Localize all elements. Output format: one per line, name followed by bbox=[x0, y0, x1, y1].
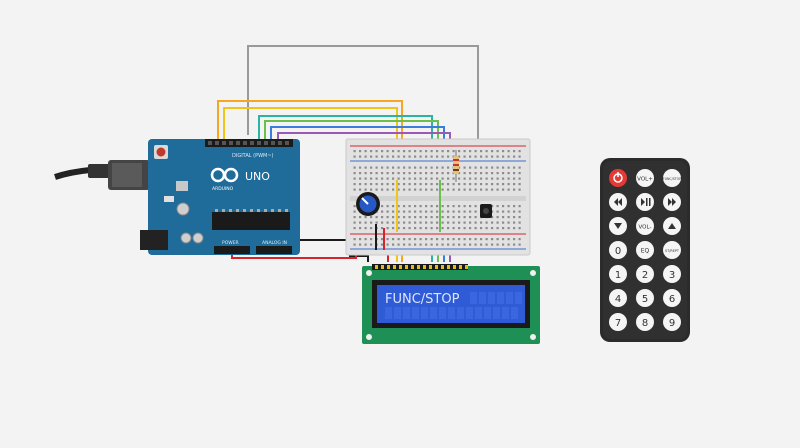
uno-label: UNO bbox=[245, 170, 270, 183]
remote-button-next[interactable] bbox=[663, 193, 681, 211]
svg-text:2: 2 bbox=[642, 270, 648, 281]
svg-text:4: 4 bbox=[615, 294, 621, 305]
remote-button-vol-up[interactable]: VOL+ bbox=[636, 169, 654, 187]
triangle-down-icon bbox=[614, 223, 622, 229]
resistor[interactable] bbox=[453, 150, 459, 182]
remote-button-prev[interactable] bbox=[609, 193, 627, 211]
rewind-icon bbox=[614, 198, 622, 206]
wire-gray[interactable] bbox=[247, 45, 479, 175]
digital-label: DIGITAL (PWM~) bbox=[232, 153, 274, 159]
svg-text:1: 1 bbox=[615, 270, 621, 281]
arduino-brand-label: ARDUINO bbox=[212, 186, 234, 192]
svg-text:0: 0 bbox=[615, 246, 621, 257]
ir-remote[interactable]: VOL+ FUNC/STOP VOL- bbox=[600, 158, 690, 342]
power-button[interactable] bbox=[609, 169, 627, 187]
remote-button-vol-down[interactable]: VOL- bbox=[636, 217, 654, 235]
digital-header bbox=[205, 139, 293, 147]
svg-text:7: 7 bbox=[615, 318, 621, 329]
remote-button-9[interactable]: 9 bbox=[663, 313, 681, 331]
lcd-16x2[interactable]: FUNC/STOP bbox=[362, 264, 540, 344]
remote-button-5[interactable]: 5 bbox=[636, 289, 654, 307]
power-label: POWER bbox=[222, 240, 239, 246]
remote-button-0[interactable]: 0 bbox=[609, 241, 627, 259]
remote-button-6[interactable]: 6 bbox=[663, 289, 681, 307]
analog-header bbox=[256, 246, 292, 254]
remote-button-st-rept[interactable]: ST/REPT bbox=[663, 241, 681, 259]
svg-text:3: 3 bbox=[669, 270, 675, 281]
remote-button-2[interactable]: 2 bbox=[636, 265, 654, 283]
analog-label: ANALOG IN bbox=[262, 240, 287, 246]
breadboard[interactable] bbox=[345, 138, 531, 256]
remote-button-1[interactable]: 1 bbox=[609, 265, 627, 283]
ir-receiver[interactable] bbox=[480, 204, 492, 218]
remote-button-8[interactable]: 8 bbox=[636, 313, 654, 331]
svg-text:VOL+: VOL+ bbox=[637, 177, 653, 183]
remote-button-func-stop[interactable]: FUNC/STOP bbox=[663, 169, 681, 187]
remote-button-play-pause[interactable] bbox=[636, 193, 654, 211]
arduino-uno-board[interactable]: DIGITAL (PWM~) UNO ARDUINO POWER bbox=[140, 139, 300, 255]
remote-button-4[interactable]: 4 bbox=[609, 289, 627, 307]
svg-text:6: 6 bbox=[669, 294, 675, 305]
svg-text:VOL-: VOL- bbox=[639, 225, 652, 231]
power-header bbox=[214, 246, 250, 254]
svg-text:EQ: EQ bbox=[641, 248, 650, 255]
svg-text:FUNC/STOP: FUNC/STOP bbox=[663, 177, 681, 181]
arduino-logo-icon bbox=[210, 167, 239, 183]
svg-text:5: 5 bbox=[642, 294, 648, 305]
remote-button-3[interactable]: 3 bbox=[663, 265, 681, 283]
remote-button-down[interactable] bbox=[609, 217, 627, 235]
svg-text:8: 8 bbox=[642, 318, 648, 329]
lcd-text: FUNC/STOP bbox=[385, 292, 460, 307]
remote-button-up[interactable] bbox=[663, 217, 681, 235]
potentiometer[interactable] bbox=[356, 192, 380, 216]
triangle-up-icon bbox=[668, 223, 676, 229]
microcontroller-chip bbox=[212, 212, 290, 230]
remote-button-eq[interactable]: EQ bbox=[636, 241, 654, 259]
usb-cable[interactable] bbox=[54, 160, 150, 190]
svg-text:9: 9 bbox=[669, 318, 675, 329]
wire-black[interactable] bbox=[222, 239, 369, 262]
svg-text:ST/REPT: ST/REPT bbox=[665, 249, 680, 253]
reset-button[interactable] bbox=[156, 147, 166, 157]
play-pause-icon bbox=[641, 198, 645, 206]
power-jack bbox=[140, 230, 168, 250]
fast-forward-icon bbox=[668, 198, 676, 206]
remote-button-7[interactable]: 7 bbox=[609, 313, 627, 331]
